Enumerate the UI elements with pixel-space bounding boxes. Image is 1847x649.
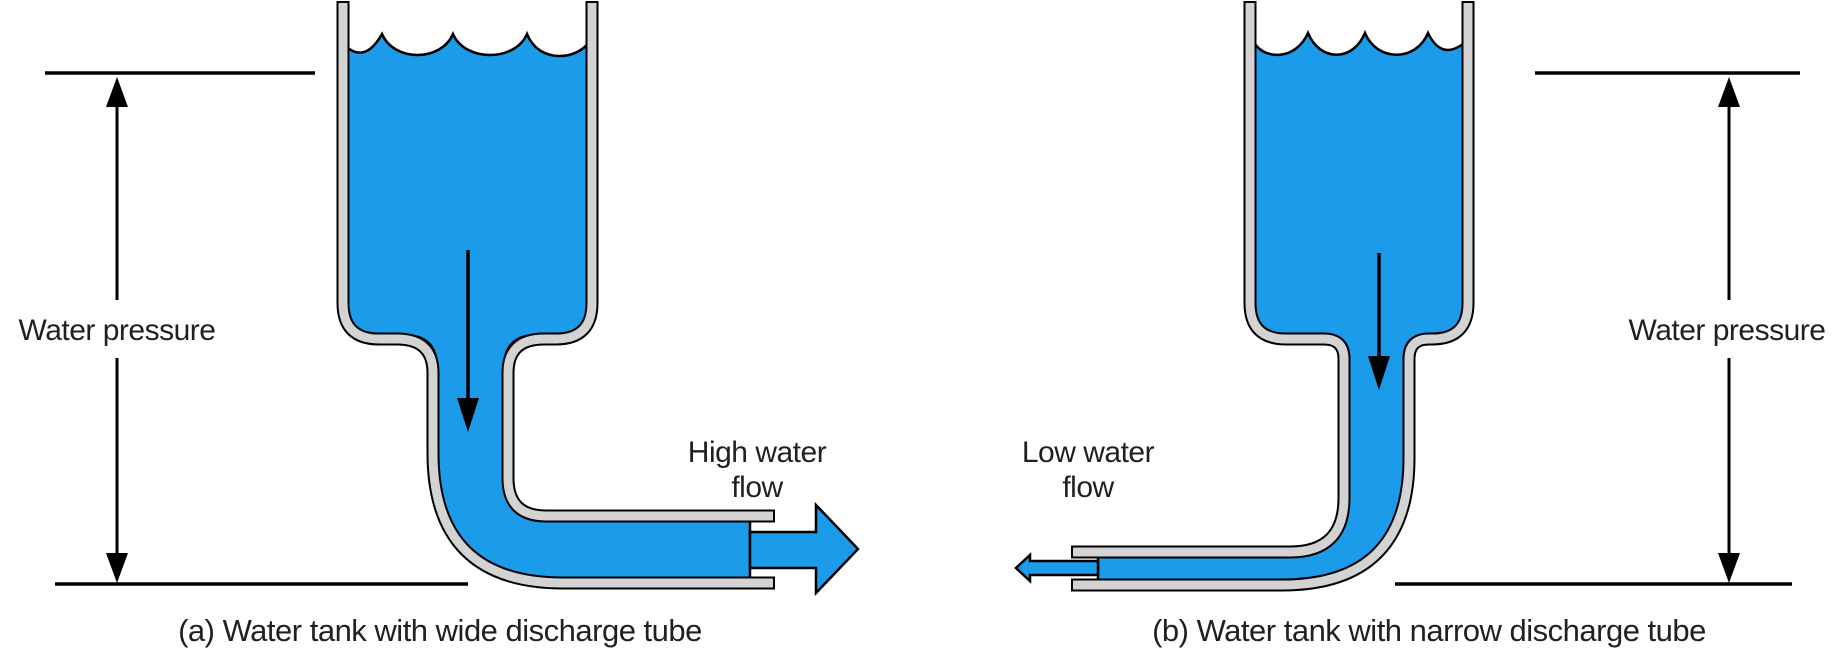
- pressure-label-b: Water pressure: [1629, 314, 1826, 347]
- arrow-head-up-icon: [1718, 77, 1740, 107]
- tank-wall-b-left: [1073, 3, 1349, 557]
- arrow-head-down-icon: [457, 398, 479, 432]
- tank-wall-a-left: [338, 3, 773, 588]
- tank-wall-b-right: [1073, 3, 1473, 590]
- tank-wall-a-right: [503, 3, 773, 521]
- arrow-head-down-icon: [1718, 553, 1740, 583]
- arrow-head-down-icon: [106, 553, 128, 583]
- tank-wall-b: [1071, 1, 1475, 592]
- flow-label-b-line2: flow: [1062, 471, 1114, 504]
- flow-label-a-line1: High water: [688, 436, 827, 469]
- flow-label-b: Low water flow: [1022, 436, 1155, 504]
- flow-label-a-line2: flow: [731, 471, 783, 504]
- tank-wall-a: [336, 1, 775, 590]
- caption-a: (a) Water tank with wide discharge tube: [178, 613, 702, 648]
- gravity-arrow-a: [457, 250, 479, 432]
- flow-arrow-a: [748, 501, 860, 597]
- gravity-arrow-b: [1368, 253, 1390, 390]
- arrow-head-up-icon: [106, 77, 128, 107]
- tank-water-a: [346, 30, 752, 582]
- pressure-label-a-background: [92, 300, 142, 358]
- pressure-label-a: Water pressure: [19, 314, 216, 347]
- flow-label-b-line1: Low water: [1022, 436, 1155, 469]
- flow-label-a: High water flow: [688, 436, 827, 504]
- figure-a: Water pressure High water flow (a) Water…: [19, 1, 860, 648]
- flow-arrow-b: [1014, 552, 1100, 584]
- arrow-head-down-icon: [1368, 356, 1390, 390]
- figure-b: Water pressure Low water flow (b) Water …: [1014, 1, 1826, 648]
- pressure-label-b-background: [1704, 300, 1754, 358]
- caption-b: (b) Water tank with narrow discharge tub…: [1152, 613, 1706, 648]
